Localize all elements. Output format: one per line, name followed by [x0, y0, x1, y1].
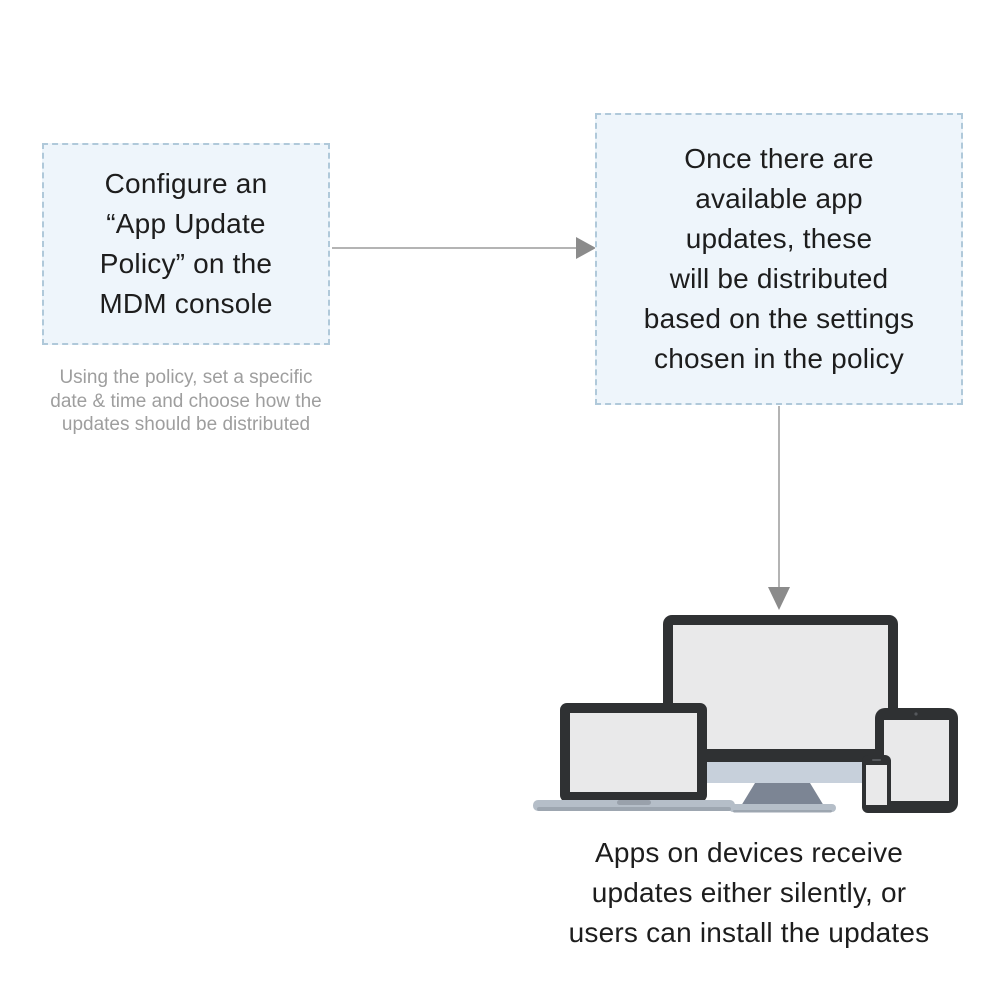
arrow-right-head-icon	[576, 237, 596, 259]
step2-text: Once there are available app updates, th…	[643, 143, 915, 374]
devices-illustration	[533, 615, 958, 813]
step2-box: Once there are available app updates, th…	[595, 113, 963, 405]
laptop-icon	[533, 703, 735, 811]
step1-text: Configure an “App Update Policy” on the …	[99, 168, 273, 319]
phone-icon	[862, 755, 891, 813]
step1-note: Using the policy, set a specific date & …	[50, 367, 322, 435]
arrow-down-line	[778, 406, 780, 588]
tablet-icon	[875, 708, 958, 813]
arrow-down-head-icon	[768, 587, 790, 610]
arrow-right-line	[332, 247, 578, 249]
devices-caption: Apps on devices receive updates either s…	[568, 837, 930, 948]
step1-box: Configure an “App Update Policy” on the …	[42, 143, 330, 345]
monitor-icon	[663, 615, 898, 813]
